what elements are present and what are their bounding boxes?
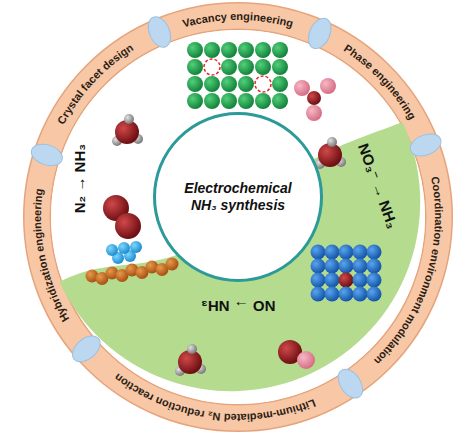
lattice-atom	[353, 273, 368, 288]
lattice-atom	[339, 245, 354, 260]
lattice-atom	[367, 273, 382, 288]
vacancy	[255, 76, 271, 92]
lattice-atom	[221, 93, 237, 109]
lattice-atom	[272, 93, 288, 109]
strategy-label: Hybridization engineering	[31, 188, 71, 324]
lattice-atom	[367, 245, 382, 260]
lattice-atom	[187, 93, 203, 109]
ring-separator	[68, 331, 105, 367]
lattice-atom	[187, 42, 203, 58]
ring-label-group: Vacancy engineeringPhase engineeringCoor…	[31, 10, 445, 424]
lattice-atom	[325, 273, 340, 288]
ring-separator	[304, 15, 335, 52]
nitrogen-atom	[178, 350, 202, 374]
lattice-atom	[272, 42, 288, 58]
oxygen-atom	[320, 78, 336, 94]
cluster-atom	[130, 241, 142, 253]
vacancy	[204, 59, 220, 75]
lattice-atom	[221, 42, 237, 58]
lattice-atom	[238, 59, 254, 75]
strategy-label: Crystal facet design	[55, 41, 136, 126]
lattice-atom	[311, 273, 326, 288]
lattice-atom	[325, 259, 340, 274]
ring-separator	[333, 365, 367, 403]
lattice-atom	[204, 42, 220, 58]
oxygen-atom	[294, 80, 310, 96]
lattice-atom	[339, 273, 354, 288]
cluster-atom	[118, 242, 130, 254]
lattice-atom	[221, 59, 237, 75]
lattice-atom	[311, 287, 326, 302]
nitrogen-atom	[115, 213, 141, 239]
lattice-atom	[238, 93, 254, 109]
lattice-atom	[255, 42, 271, 58]
nitrogen-atom	[115, 120, 139, 144]
hydrogen-atom	[187, 344, 197, 354]
reaction-label: N₂ → NH₃	[72, 143, 89, 212]
substrate-atom	[166, 258, 179, 271]
lattice-atom	[221, 76, 237, 92]
nitrogen-atom	[318, 143, 342, 167]
strategy-label: Vacancy engineering	[181, 10, 294, 30]
lattice-atom	[187, 76, 203, 92]
lattice-atom	[187, 59, 203, 75]
lattice-atom	[255, 93, 271, 109]
lattice-atom	[353, 287, 368, 302]
lattice-atom	[353, 259, 368, 274]
lattice-atom	[367, 287, 382, 302]
inner-disc	[51, 30, 425, 404]
lattice-atom	[367, 259, 382, 274]
lattice-atom	[204, 76, 220, 92]
nitrogen-atom	[307, 91, 321, 105]
strategy-label: Phase engineering	[342, 42, 418, 122]
center-title: Electrochemical NH₃ synthesis	[156, 180, 320, 215]
lattice-atom	[255, 59, 271, 75]
lattice-atom	[272, 76, 288, 92]
oxygen-atom	[297, 351, 315, 369]
lattice-atom	[339, 287, 354, 302]
hydrogen-atom	[124, 114, 134, 124]
lattice-atom	[311, 259, 326, 274]
lattice-atom	[238, 42, 254, 58]
ring-separator	[144, 13, 175, 50]
lattice-atom	[311, 245, 326, 260]
ring-separator	[407, 130, 444, 160]
lattice-atom	[325, 245, 340, 260]
lattice-atom	[238, 76, 254, 92]
strategy-label: Lithium-mediated N₂ reduction reaction	[112, 371, 318, 424]
oxygen-atom	[306, 105, 322, 121]
cluster-atom	[106, 244, 118, 256]
ring-separator	[29, 140, 66, 169]
reaction-label: NO → NH₃	[201, 298, 275, 315]
lattice-atom	[339, 259, 354, 274]
lattice-atom	[353, 245, 368, 260]
center-circle: Electrochemical NH₃ synthesis	[153, 112, 323, 282]
hydrogen-atom	[327, 137, 337, 147]
lattice-atom	[204, 93, 220, 109]
lattice-atom	[325, 287, 340, 302]
lattice-atom	[272, 59, 288, 75]
